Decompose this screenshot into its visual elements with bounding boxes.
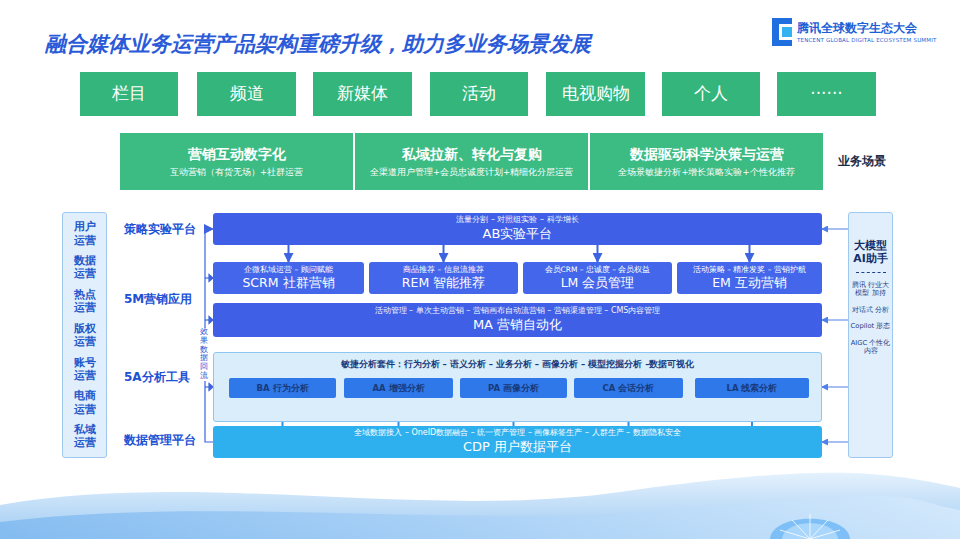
analysis-box: LA 线索分析	[695, 378, 809, 398]
connector	[288, 245, 290, 262]
node-text: 全场景敏捷分析+增长策略实验+个性化推荐	[618, 167, 794, 178]
app-box: 商品推荐 – 信息流推荐REM 智能推荐	[369, 262, 518, 294]
node-title: ······	[810, 83, 842, 104]
node-text: Copilot 形态	[849, 322, 893, 330]
business-box: 活动	[430, 72, 528, 116]
connector	[443, 245, 445, 262]
node-title: 流量分割 – 对照组实验 – 科学增长	[456, 215, 578, 225]
node-text: 热点运营	[72, 288, 96, 314]
data-platform-box: 全域数据接入 – OneID数据融合 – 统一资产管理 – 画像标签生产 – 人…	[213, 426, 822, 458]
node-title: 用户运营	[72, 220, 96, 246]
logo-icon	[772, 18, 792, 46]
dash-divider	[856, 272, 886, 273]
node-text: 电商运营	[72, 389, 96, 415]
node-title: 数据驱动科学决策与运营	[630, 146, 784, 163]
scene-box: 数据驱动科学决策与运营全场景敏捷分析+增长策略实验+个性化推荐	[590, 133, 823, 190]
bottom-wave	[0, 496, 960, 539]
platform-box: 流量分割 – 对照组实验 – 科学增长AB实验平台	[213, 213, 822, 245]
connector	[822, 387, 848, 388]
node-title: 活动管理 – 单次主动营销 – 营销画布自动流营销 – 营销渠道管理 – CMS…	[375, 306, 661, 316]
node-title: AA 增强分析	[372, 383, 424, 394]
connector	[597, 245, 599, 262]
node-text: CDP 用户数据平台	[463, 439, 572, 455]
operations-column: 用户运营数据运营热点运营版权运营账号运营电商运营私域运营	[62, 212, 107, 458]
app-box: 企微私域运营 – 顾问赋能SCRM 社群营销	[213, 262, 364, 294]
connector	[822, 442, 848, 443]
app-box: 活动策略 – 精准发奖 – 营销护航EM 互动营销	[677, 262, 822, 294]
node-title: 大模型 AI助手	[849, 239, 893, 266]
business-box: 电视购物	[546, 72, 645, 116]
node-title: 个人	[694, 83, 728, 104]
bottom-wave	[0, 473, 960, 539]
node-text: 数据运营	[72, 254, 96, 280]
node-text: 账号运营	[72, 356, 96, 382]
node-text: 版权运营	[72, 322, 96, 348]
node-text: 私域运营	[72, 423, 96, 449]
node-text: REM 智能推荐	[402, 275, 485, 291]
analysis-box: PA 画像分析	[460, 378, 567, 398]
node-text: 互动营销（有货无场）+社群运营	[170, 167, 303, 178]
cloud-icon	[770, 514, 850, 539]
connector	[822, 229, 848, 230]
node-text: LM 会员管理	[561, 275, 635, 291]
business-box: 新媒体	[313, 72, 412, 116]
vertical-label: 效果数据回流	[200, 328, 208, 381]
node-title: LA 线索分析	[727, 383, 778, 394]
logo-subtext: TENCENT GLOBAL DIGITAL ECOSYSTEM SUMMIT	[797, 37, 937, 43]
row-label: 业务场景	[838, 153, 886, 170]
node-title: 私域拉新、转化与复购	[402, 146, 542, 163]
node-title: 营销互动数字化	[188, 146, 286, 163]
app-box: 会员CRM – 忠诚度 – 会员权益LM 会员管理	[523, 262, 672, 294]
node-text: EM 互动营销	[712, 275, 787, 291]
layer-label: 策略实验平台	[124, 221, 196, 238]
business-box: 频道	[197, 72, 296, 116]
node-title: 企微私域运营 – 顾问赋能	[244, 265, 333, 274]
node-title: 新媒体	[337, 83, 388, 104]
node-text: 对话式 分析	[849, 306, 893, 314]
scene-box: 营销互动数字化互动营销（有货无场）+社群运营	[120, 133, 353, 190]
node-text: 腾讯 行业大模型 加持	[849, 281, 893, 298]
node-text: MA 营销自动化	[473, 317, 562, 333]
node-text: AIGC 个性化内容	[849, 339, 893, 356]
node-text: AB实验平台	[483, 226, 553, 242]
node-title: 栏目	[112, 83, 146, 104]
node-title: CA 会话分析	[603, 383, 655, 394]
node-title: BA 行为分析	[256, 383, 308, 394]
node-title: 商品推荐 – 信息流推荐	[403, 265, 484, 274]
node-text: 全渠道用户管理+会员忠诚度计划+精细化分层运营	[370, 167, 573, 178]
node-title: 频道	[230, 83, 264, 104]
analysis-box: AA 增强分析	[344, 378, 453, 398]
analysis-box: BA 行为分析	[229, 378, 336, 398]
node-title: PA 画像分析	[488, 383, 539, 394]
analysis-panel: 敏捷分析套件：行为分析 – 语义分析 – 业务分析 – 画像分析 – 模型挖掘分…	[213, 352, 822, 422]
node-title: 敏捷分析套件：行为分析 – 语义分析 – 业务分析 – 画像分析 – 模型挖掘分…	[341, 359, 695, 370]
layer-label: 数据管理平台	[124, 432, 196, 449]
connector	[822, 320, 848, 321]
node-title: 会员CRM – 忠诚度 – 会员权益	[545, 265, 651, 274]
node-title: 活动策略 – 精准发奖 – 营销护航	[693, 265, 806, 274]
layer-label: 5M营销应用	[124, 291, 192, 308]
node-title: 活动	[462, 83, 496, 104]
node-text: SCRM 社群营销	[242, 275, 334, 291]
layer-label: 5A分析工具	[124, 369, 190, 386]
logo-text: 腾讯全球数字生态大会	[797, 20, 917, 37]
slide-title: 融合媒体业务运营产品架构重磅升级，助力多业务场景发展	[45, 30, 591, 58]
scene-box: 私域拉新、转化与复购全渠道用户管理+会员忠诚度计划+精细化分层运营	[355, 133, 588, 190]
business-box: 个人	[662, 72, 760, 116]
business-box: ······	[777, 72, 876, 116]
platform-box: 活动管理 – 单次主动营销 – 营销画布自动流营销 – 营销渠道管理 – CMS…	[213, 303, 822, 337]
ai-assistant-column: 大模型 AI助手腾讯 行业大模型 加持对话式 分析 Copilot 形态 AIGC …	[848, 212, 893, 458]
connector	[749, 245, 751, 262]
node-title: 全域数据接入 – OneID数据融合 – 统一资产管理 – 画像标签生产 – 人…	[354, 428, 680, 438]
analysis-box: CA 会话分析	[574, 378, 683, 398]
node-title: 电视购物	[562, 83, 630, 104]
business-box: 栏目	[80, 72, 178, 116]
